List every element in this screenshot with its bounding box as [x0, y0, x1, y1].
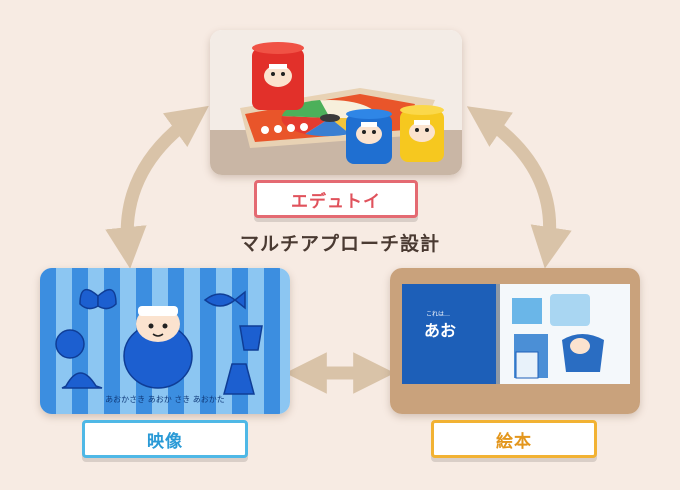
arrow-toy-book [466, 106, 572, 269]
picture-book-photo: これは… あお [390, 268, 640, 414]
video-still: あおかさき あおか さき あおかた [40, 268, 290, 414]
video-caption: あおかさき あおか さき あおかた [105, 395, 225, 404]
book-title-text: あお [424, 321, 456, 340]
edutoy-photo [210, 30, 462, 175]
arrow-toy-video [105, 105, 209, 269]
edutoy-label: エデュトイ [254, 180, 418, 218]
book-top-text: これは… [426, 311, 450, 318]
video-label: 映像 [82, 420, 248, 458]
picture-book-label: 絵本 [431, 420, 597, 458]
center-title: マルチアプローチ設計 [239, 233, 440, 255]
